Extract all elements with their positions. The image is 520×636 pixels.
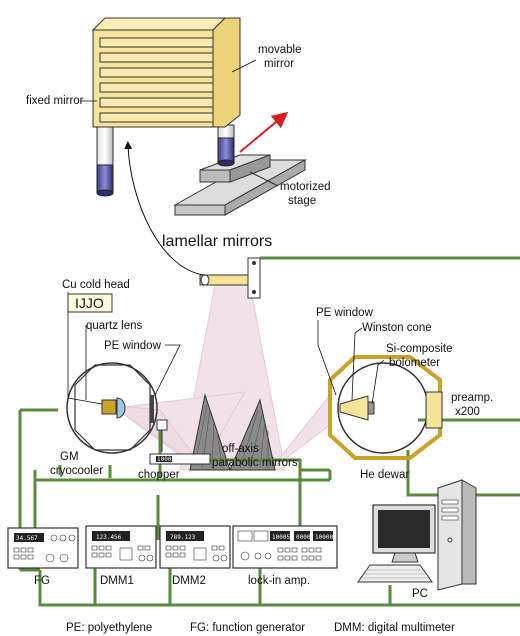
fg-label: FG — [34, 575, 50, 587]
dmm2-label: DMM2 — [172, 575, 206, 587]
lamellar-pointer-arrow — [124, 141, 206, 276]
off-axis-label: off-axis — [222, 443, 259, 455]
chopper-controller — [149, 453, 211, 465]
fg-display: 34.567 — [16, 535, 38, 542]
lockin-display-b: 0000 — [296, 534, 311, 541]
lamellar-mirror-assembly: fixed mirror movable mirror motorized st… — [26, 17, 331, 216]
lock-in-amplifier: 10005 0000 10000 lock-in amp. — [232, 525, 338, 587]
pe-window-right-label: PE window — [316, 307, 374, 319]
si-composite-label: Si-composite — [386, 343, 452, 355]
chopper-display: 1000.0 — [157, 456, 179, 463]
cryocooler-label: cryocooler — [50, 465, 103, 477]
movable-mirror-label: movable — [258, 44, 301, 56]
he-dewar-label: He dewar — [360, 469, 409, 481]
pc: PC — [357, 479, 477, 600]
dmm1-display: 123.456 — [96, 534, 122, 541]
dmm1: 123.456 DMM1 — [85, 525, 157, 587]
gm-label: GM — [60, 451, 79, 463]
preamp-label: preamp. — [451, 392, 493, 404]
chopper-label: chopper — [138, 469, 180, 481]
dmm1-label: DMM1 — [100, 575, 134, 587]
pc-label: PC — [412, 588, 428, 600]
legend-dmm: DMM: digital multimeter — [334, 622, 455, 634]
fixed-mirror-label: fixed mirror — [26, 95, 84, 107]
dmm2: 789.123 DMM2 — [159, 525, 231, 587]
he-dewar-callouts: PE window Winston cone Si-composite bolo… — [316, 307, 493, 481]
lamellar-mirrors-label: lamellar mirrors — [162, 233, 272, 250]
cu-cold-head-callout: Cu cold head IJJO quartz lens PE window … — [50, 279, 181, 477]
movable-mirror-label-2: mirror — [264, 58, 294, 70]
cu-cold-head-label: Cu cold head — [62, 279, 130, 291]
preamp-box — [425, 391, 443, 429]
winston-cone-label: Winston cone — [362, 322, 432, 334]
lockin-display-a: 10005 — [272, 534, 290, 541]
lockin-display-c: 10000 — [315, 534, 333, 541]
gm-cryocooler — [66, 362, 158, 454]
legend-fg: FG: function generator — [190, 622, 305, 634]
legend-pe: PE: polyethylene — [66, 622, 152, 634]
x200-label: x200 — [455, 406, 480, 418]
ijjo-label: IJJO — [75, 295, 104, 311]
motion-arrow — [239, 111, 289, 153]
lamellar-mirror-mount — [199, 257, 261, 299]
parabolic-mirrors-label: parabolic mirrors — [212, 457, 298, 469]
motorized-stage-label-2: stage — [288, 195, 316, 207]
lockin-label: lock-in amp. — [248, 575, 310, 587]
function-generator: 34.567 FG — [7, 527, 79, 587]
quartz-lens-label: quartz lens — [86, 320, 143, 332]
pe-window-left-label: PE window — [104, 340, 162, 352]
motorized-stage-label: motorized — [280, 181, 331, 193]
bolometer-label: bolometer — [389, 357, 440, 369]
dmm2-display: 789.123 — [170, 534, 196, 541]
ijjo-box — [67, 293, 113, 313]
off-axis-parabolic-mirrors — [189, 393, 276, 471]
abbreviation-legend: PE: polyethylene FG: function generator … — [66, 622, 455, 634]
he-dewar — [328, 355, 443, 460]
chopper: 1000.0 chopper — [138, 419, 211, 481]
